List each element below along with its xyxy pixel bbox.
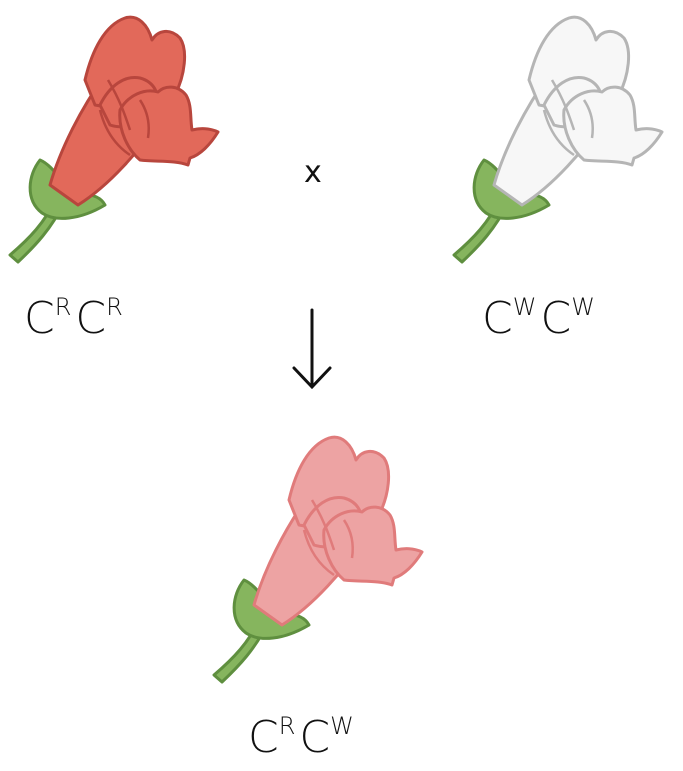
genotype-pink-allele-1: C (248, 712, 279, 763)
genotype-red-sup-1: R (55, 293, 72, 321)
genotype-red-sup-2: R (106, 293, 123, 321)
genotype-red-allele-1: C (24, 293, 55, 344)
genotype-pink-sup-2: W (330, 712, 354, 740)
red-flower-fold-lines (98, 79, 150, 157)
pink-flower-fold-lines (302, 499, 354, 577)
genotype-white-allele-2: C (540, 293, 571, 344)
white-flower-fold-lines (542, 79, 594, 157)
parent-red-flower (8, 15, 220, 264)
genotype-pink-sup-1: R (279, 712, 296, 740)
genotype-red-allele-2: C (75, 293, 106, 344)
offspring-pink-flower (212, 435, 424, 684)
genotype-white-allele-1: C (482, 293, 513, 344)
genotype-white-sup-2: W (571, 293, 595, 321)
parent-white-flower (452, 15, 664, 264)
genotype-pink-allele-2: C (299, 712, 330, 763)
genotype-white-sup-1: W (513, 293, 537, 321)
genotype-pink: CRCW (248, 712, 354, 763)
genotype-red: CRCR (24, 293, 123, 344)
pink-flower-petals (252, 435, 424, 627)
down-arrow-icon (292, 308, 332, 390)
white-flower-petals (492, 15, 664, 207)
red-flower-petals (48, 15, 220, 207)
genotype-white: CWCW (482, 293, 595, 344)
cross-symbol: x (304, 155, 322, 190)
